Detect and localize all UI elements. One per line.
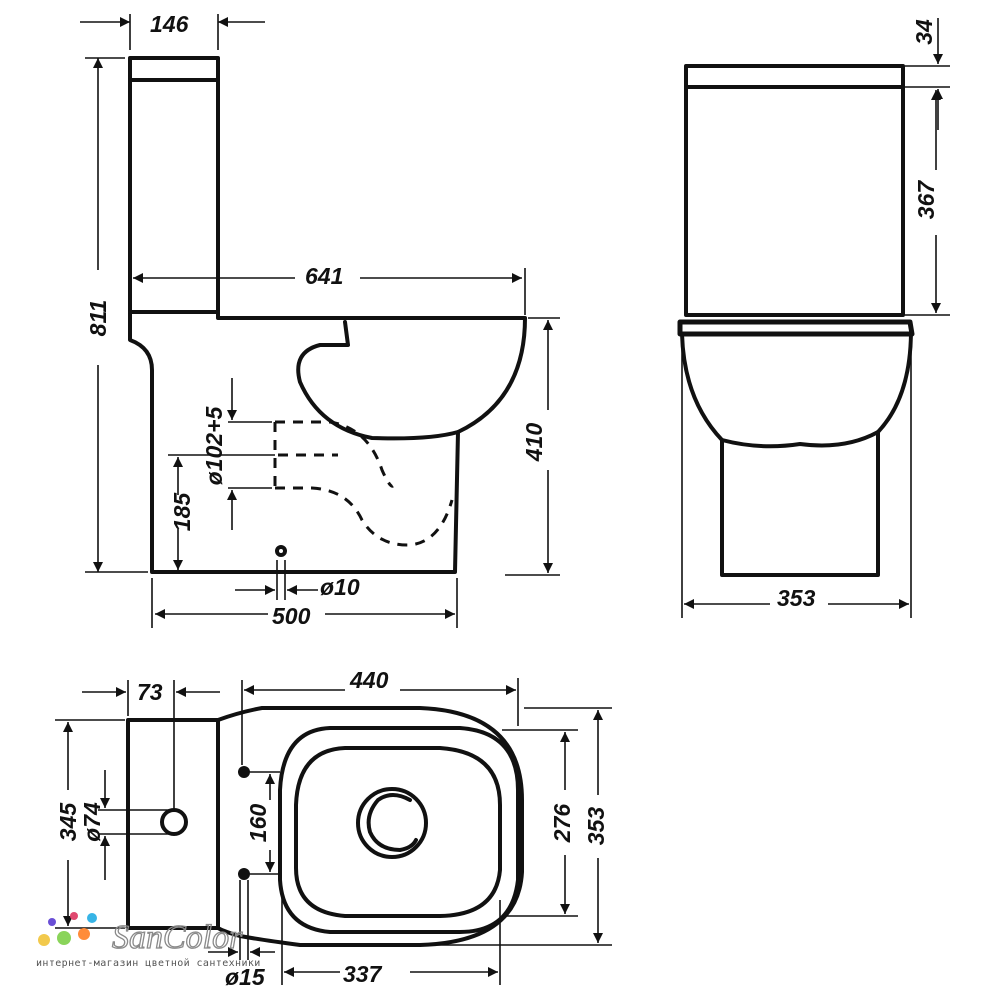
front-view: 34 367 353 (677, 18, 950, 618)
top-bowl-opening (294, 746, 502, 918)
sancolor-logo: SanColor интернет-магазин цветной сантех… (36, 912, 261, 969)
dim-fixing-hole: ø10 (320, 574, 360, 600)
top-cistern (126, 718, 220, 930)
side-view: 146 811 641 410 ø102+5 185 ø10 (80, 11, 560, 629)
side-bowl-inner (296, 320, 460, 441)
logo-dot (87, 913, 97, 923)
logo-dot (70, 912, 78, 920)
side-cistern-lid (128, 56, 220, 82)
side-fixing-hole (275, 545, 287, 557)
dim-bowl-length-top: 440 (349, 667, 389, 693)
dim-lid-height: 34 (911, 19, 937, 45)
logo-dot (38, 934, 50, 946)
logo-dot (57, 931, 71, 945)
logo-wordmark: SanColor (112, 919, 243, 956)
logo-dot (48, 918, 56, 926)
dim-tank-depth: 146 (150, 11, 189, 37)
top-view: 73 440 345 ø74 160 276 (55, 667, 612, 990)
top-fixing-hole-lower (238, 868, 250, 880)
dim-outlet-height: 185 (169, 492, 195, 532)
dim-outlet-diameter: ø102+5 (201, 405, 227, 485)
dim-tank-width: 345 (55, 802, 81, 842)
dim-front-width: 353 (777, 585, 816, 611)
dim-inner-width: 276 (549, 804, 575, 844)
dim-inlet-diameter: ø74 (79, 802, 105, 842)
top-seat-rim (278, 726, 520, 934)
dim-bowl-height: 410 (521, 423, 547, 463)
front-cistern-lid (684, 64, 905, 89)
top-drain-inner (366, 793, 418, 852)
dim-tank-height: 367 (913, 180, 939, 220)
dim-fixing-spacing: 160 (245, 804, 271, 843)
top-inlet-hole (160, 808, 188, 836)
front-seat (677, 319, 915, 337)
front-cistern (684, 85, 905, 317)
dim-inner-length: 337 (343, 961, 383, 987)
dim-fixing-hole-top: ø15 (225, 964, 266, 990)
top-drain-outer (356, 787, 428, 859)
front-bowl (680, 332, 913, 449)
logo-tagline: интернет-магазин цветной сантехники (36, 957, 261, 969)
top-fixing-hole-upper (238, 766, 250, 778)
front-pedestal (720, 430, 880, 577)
dim-top-width: 353 (583, 807, 609, 846)
side-trapway (275, 420, 394, 488)
side-bowl (128, 310, 527, 574)
dim-total-height: 811 (85, 300, 111, 337)
logo-dots (38, 912, 97, 946)
dim-total-length: 641 (305, 263, 343, 289)
logo-dot (78, 928, 90, 940)
dim-base-length: 500 (272, 603, 311, 629)
dim-tank-offset-top: 73 (137, 679, 163, 705)
